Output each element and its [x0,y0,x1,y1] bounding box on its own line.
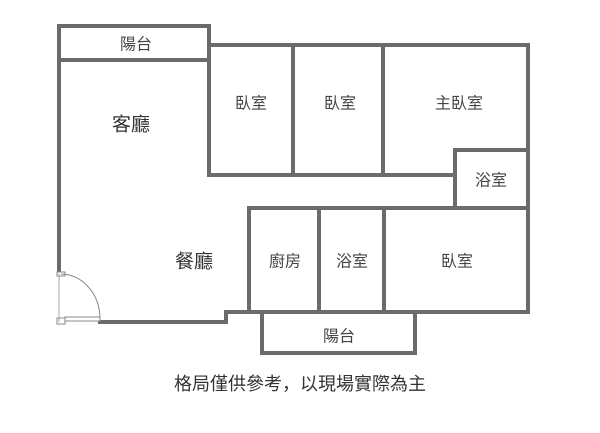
wall-bedroom-block [207,43,530,314]
room-label-master-bedroom: 主臥室 [435,94,483,113]
wall-bottom-left [98,310,228,324]
room-label-kitchen: 廚房 [269,252,301,271]
entrance-door[interactable] [56,271,101,325]
room-label-bedroom-3: 臥室 [441,252,473,271]
room-label-living-room: 客廳 [112,114,150,136]
room-label-bathroom: 浴室 [336,252,368,271]
walls [57,24,530,355]
room-label-balcony-bottom: 陽台 [323,327,355,346]
wall-lower-block [224,206,530,314]
room-label-master-bathroom: 浴室 [475,171,507,190]
wall-master-bath [453,148,530,210]
wall-left-outer [57,24,211,274]
disclaimer-caption: 格局僅供參考，以現場實際為主 [174,374,426,395]
room-label-bedroom-2: 臥室 [324,94,356,113]
room-label-bedroom-1: 臥室 [235,94,267,113]
wall-balcony-bottom [260,310,417,355]
room-label-balcony-top: 陽台 [120,35,152,54]
room-label-dining-room: 餐廳 [175,251,213,273]
